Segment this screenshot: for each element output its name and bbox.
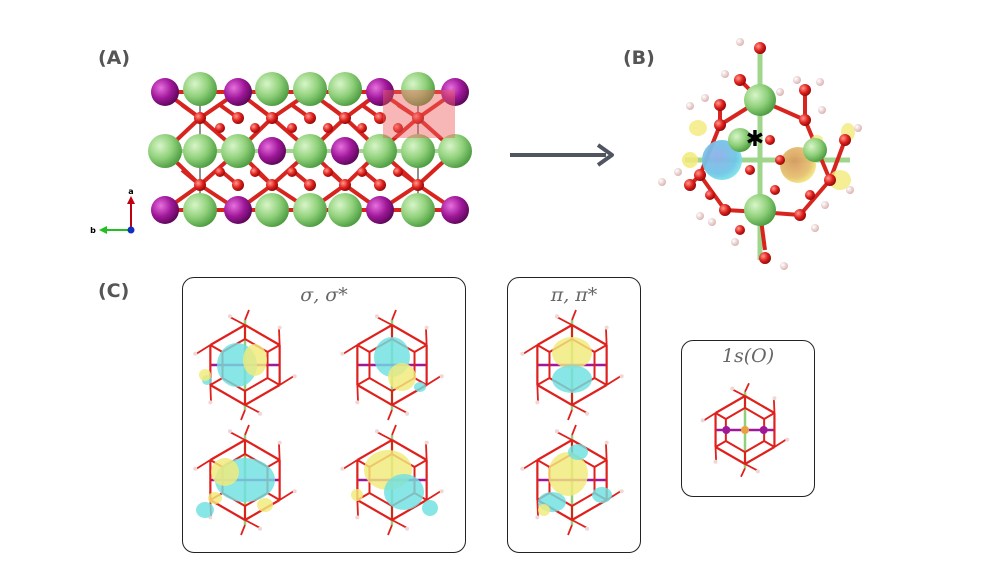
cluster-highlight [383,90,455,138]
cluster-molecule [658,38,862,270]
lattice-structure [148,72,472,227]
axis-a-label: a [128,187,133,196]
panel-label-b: (B) [623,47,655,69]
sigma-orbital-1 [193,309,297,421]
axis-b-label: b [90,226,96,235]
pi-orbitals-title: π, π* [550,284,598,306]
orbital-thumbnails [193,309,790,536]
arrow-head [596,143,614,167]
sigma-orbitals-title: σ, σ* [300,284,348,306]
core-orbital-title: 1s(O) [721,345,775,367]
core-orbital-box: 1s(O) [681,340,815,497]
oxygen-atoms [194,112,424,191]
core-orbital [700,382,790,478]
sigma-orbital-4 [340,424,444,536]
top-row-atoms [151,72,469,106]
sigma-orbital-3 [193,424,297,536]
sigma-orbital-2 [340,309,444,421]
panel-label-a: (A) [98,47,131,69]
sigma-orbitals-box: σ, σ* [182,277,466,553]
axes-indicator: a b [90,187,135,235]
defect-star-marker: ✱ [746,127,764,152]
middle-row-atoms [148,134,472,168]
pi-orbital-2 [520,424,624,536]
panel-label-c: (C) [98,280,130,302]
pi-orbital-1 [520,309,624,421]
bottom-row-atoms [151,193,469,227]
pi-orbitals-box: π, π* [507,277,641,553]
